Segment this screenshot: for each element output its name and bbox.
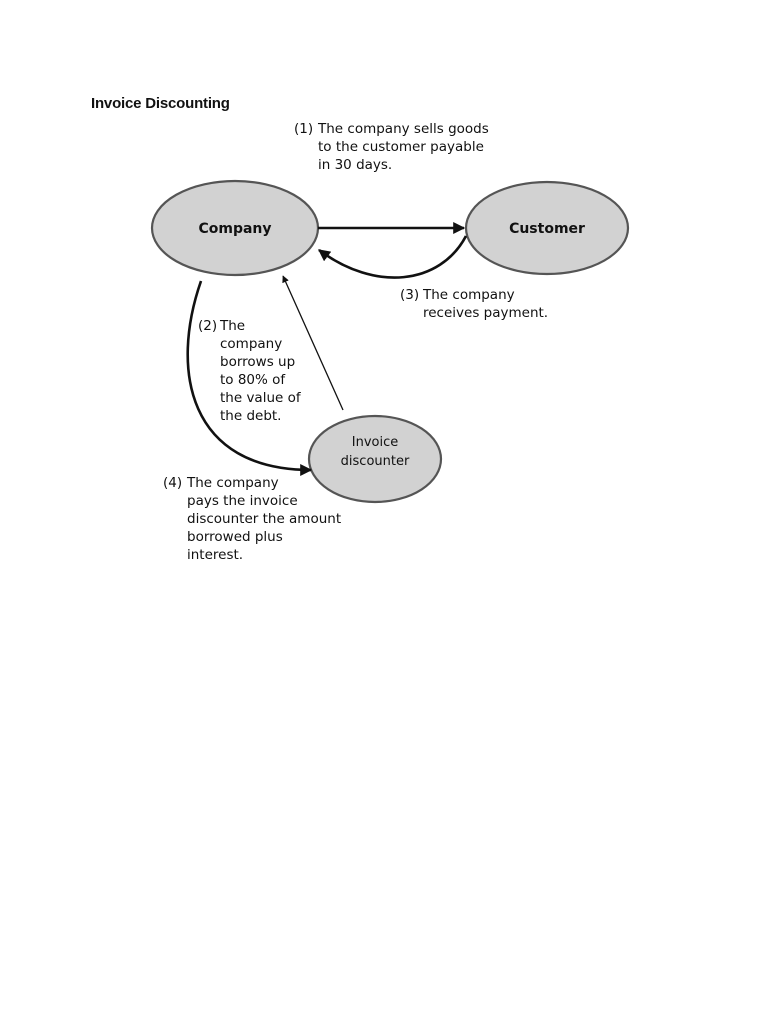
step-4-marker: (4) xyxy=(163,475,182,491)
step-1-note: (1) The company sells goods to the custo… xyxy=(294,121,489,173)
customer-label: Customer xyxy=(509,221,585,237)
step-1-line: in 30 days. xyxy=(318,157,392,173)
step-2-line: the debt. xyxy=(220,408,281,424)
company-node: Company xyxy=(150,179,320,277)
step-2-line: to 80% of xyxy=(220,372,286,388)
step-2-line: the value of xyxy=(220,390,302,406)
step-1-line: The company sells goods xyxy=(317,121,489,137)
step-4-line: borrowed plus xyxy=(187,529,283,545)
customer-node: Customer xyxy=(464,180,630,276)
step-4-line: interest. xyxy=(187,547,243,563)
step-3-note: (3) The company receives payment. xyxy=(400,287,548,321)
customer-ellipse xyxy=(464,180,630,276)
step-4-line: discounter the amount xyxy=(187,511,341,527)
arrow-company-repays-discounter xyxy=(186,280,313,476)
step-2-note: (2) The company borrows up to 80% of the… xyxy=(198,318,302,424)
step-3-line: The company xyxy=(422,287,515,303)
step-1-marker: (1) xyxy=(294,121,313,137)
invoice-discounter-node: Invoice discounter xyxy=(307,414,443,504)
step-4-line: The company xyxy=(186,475,279,491)
page-heading: Invoice Discounting xyxy=(91,95,230,112)
invoice-discounter-label-line2: discounter xyxy=(341,454,410,469)
step-2-line: borrows up xyxy=(220,354,295,370)
arrow-customer-payment-to-company xyxy=(318,235,468,279)
invoice-discounter-label-line1: Invoice xyxy=(352,435,398,450)
step-3-marker: (3) xyxy=(400,287,419,303)
arrow-discounter-loan-to-company xyxy=(282,275,344,411)
step-2-line: The xyxy=(219,318,245,334)
invoice-discounter-ellipse xyxy=(307,414,443,504)
step-4-note: (4) The company pays the invoice discoun… xyxy=(163,475,341,563)
step-4-line: pays the invoice xyxy=(187,493,298,509)
step-2-marker: (2) xyxy=(198,318,217,334)
step-1-line: to the customer payable xyxy=(318,139,484,155)
step-3-line: receives payment. xyxy=(423,305,548,321)
company-label: Company xyxy=(198,221,271,237)
step-2-line: company xyxy=(220,336,282,352)
